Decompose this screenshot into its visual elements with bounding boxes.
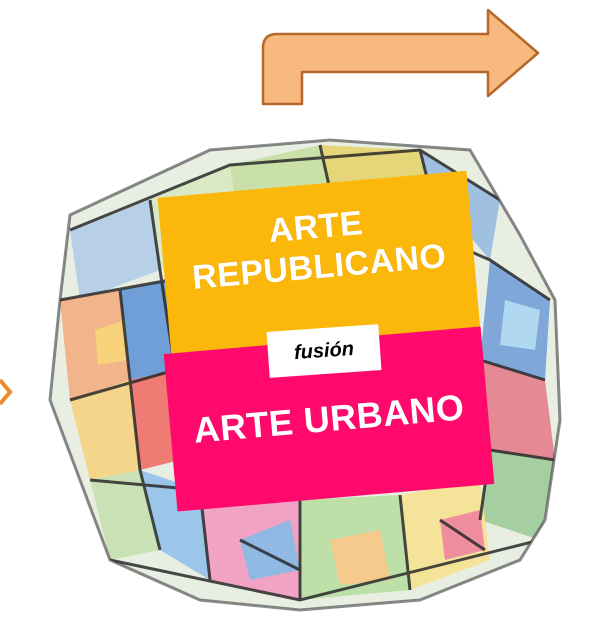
arte-republicano-label: ARTE REPUBLICANO [187, 196, 448, 298]
arte-urbano-label: ARTE URBANO [191, 386, 466, 451]
fusion-label: fusión [266, 324, 382, 378]
left-edge-arrow-icon [0, 378, 13, 406]
